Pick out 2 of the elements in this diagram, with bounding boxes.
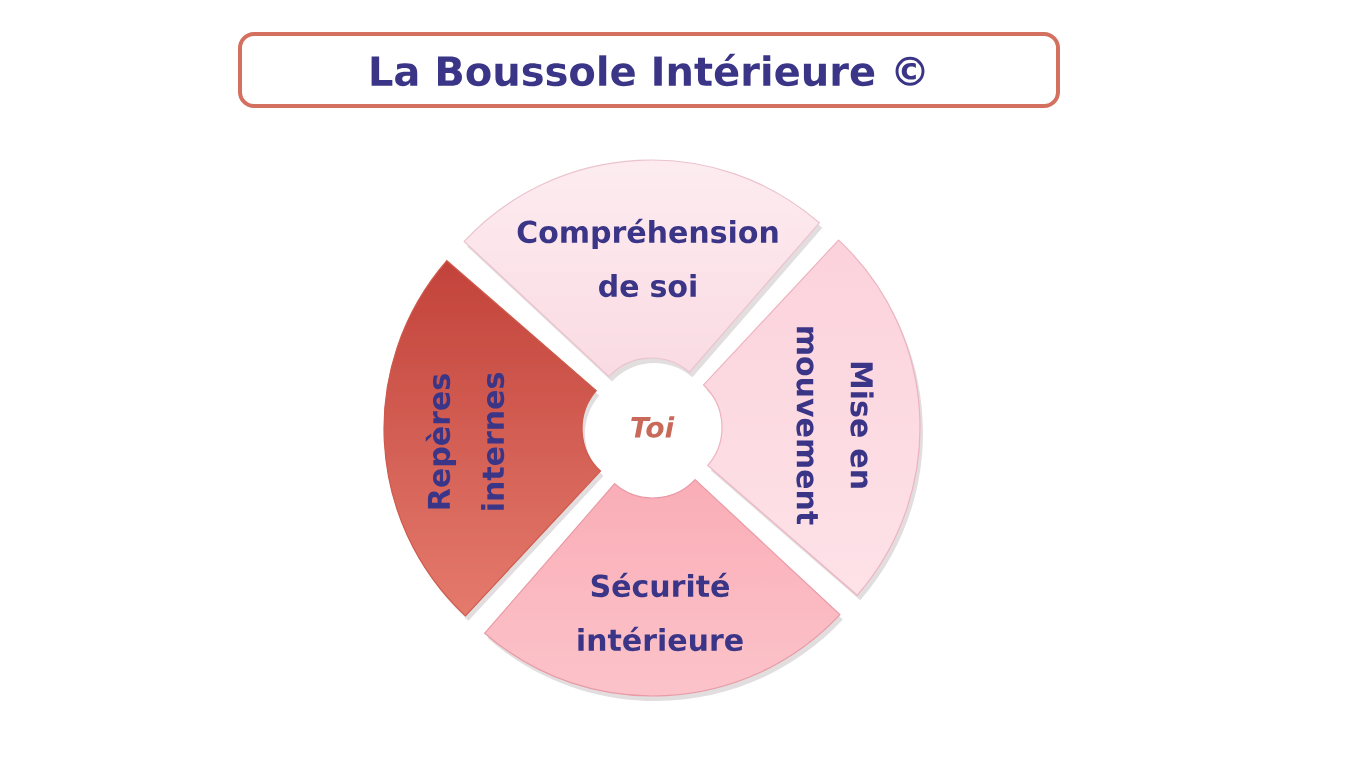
- center-label: Toi: [631, 416, 675, 438]
- title-box: La Boussole Intérieure ©: [238, 32, 1060, 108]
